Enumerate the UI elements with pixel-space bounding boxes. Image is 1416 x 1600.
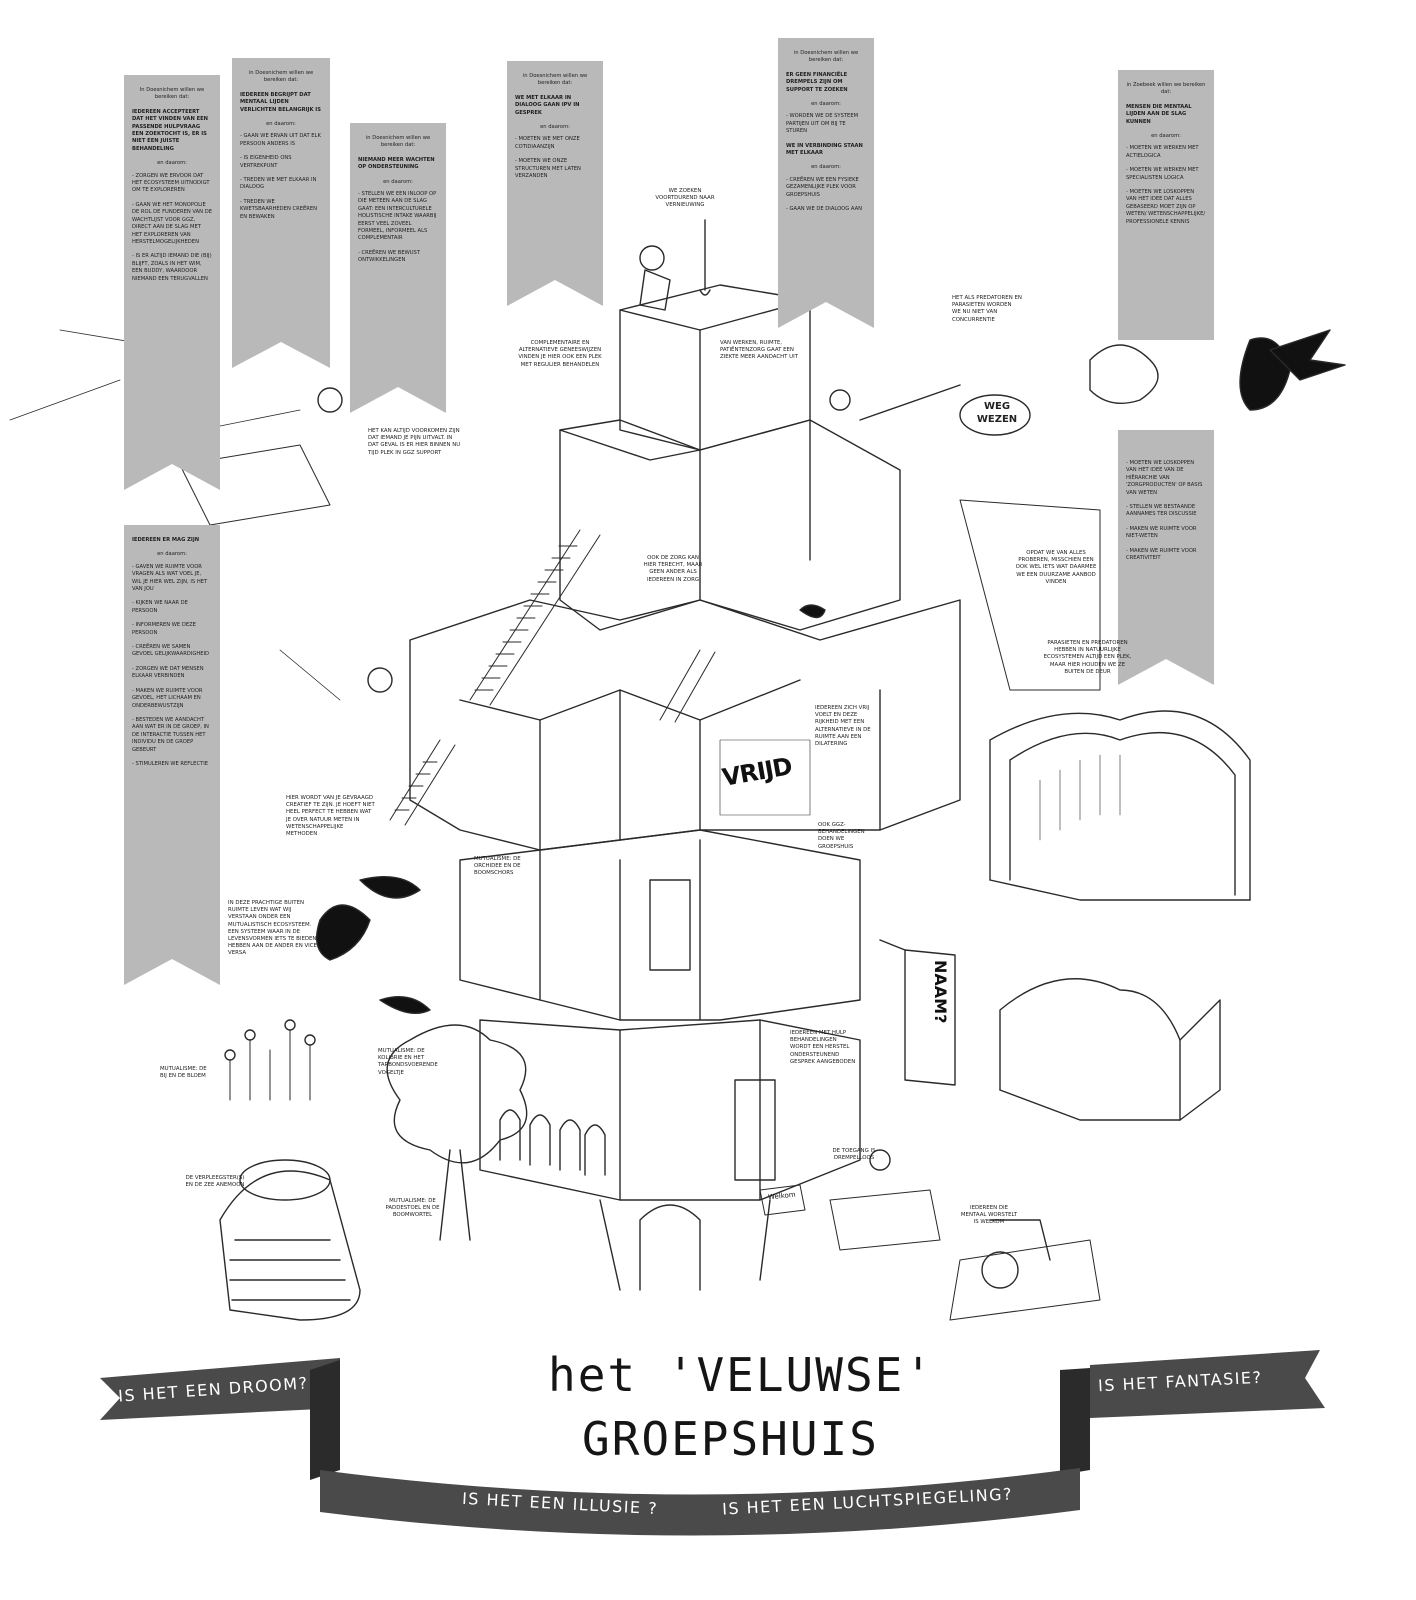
banner-intro: in Doesnichem willen we bereiken dat: — [522, 73, 588, 87]
banner-goal: er geen financiële drempels zijn om supp… — [786, 71, 848, 93]
banner-item: - zorgen we ervoor dat het ecosysteem ui… — [132, 172, 210, 194]
banner-item: - gaan we de dialoog aan — [786, 206, 863, 213]
goal-banner-4: in Doesnichem willen we bereiken dat: we… — [507, 61, 603, 306]
note-mutualism-bird: mutualisme: de kolibrie en het tarbondsv… — [378, 1048, 438, 1076]
note-renewal: We zoeken voortdurend naar vernieuwing — [655, 188, 715, 209]
banner-item: - moeten we werken met specialisten logi… — [1126, 167, 1199, 181]
banner-therefore: en daarom: — [811, 101, 841, 108]
banner-item: - stimuleren we reflectie — [132, 760, 209, 767]
banner-item: - creëren we een fysieke gezamenlijke pl… — [786, 176, 859, 198]
banner-item: - moeten we loskoppen van het idee dat a… — [1126, 189, 1206, 225]
note-predators-2: parasieten en predatoren hebben in natuu… — [1043, 640, 1132, 675]
goal-banner-1: In Doesnichem willen we bereiken dat: ie… — [124, 75, 220, 490]
banner-item: - besteden we aandacht aan wat er in de … — [132, 716, 209, 753]
banner-therefore: en daarom: — [157, 551, 187, 558]
goal-banner-2: in Doesnichem willen we bereiken dat: ie… — [232, 58, 330, 368]
banner-intro: In Doesnichem willen we bereiken dat: — [139, 87, 205, 101]
note-complementary: complementaire en alternatieve geneeswij… — [518, 340, 602, 368]
banner-item: - treden we kwetsbaarheden creëren en be… — [240, 198, 318, 220]
banner-intro: in Zoebeek willen we bereiken dat: — [1126, 82, 1206, 96]
page-title-line1: het 'VELUWSE' — [548, 1348, 935, 1402]
note-access: de toegang is drempelloos — [832, 1148, 876, 1162]
goal-banner-5: in Doesnichem willen we bereiken dat: er… — [778, 38, 874, 328]
naam-sign: NAAM? — [931, 960, 950, 1024]
banner-item: - gaan we ervan uit dat elk persoon ande… — [240, 133, 321, 147]
note-creative: hier wordt van je gevraagd creatief te z… — [286, 795, 375, 838]
goal-banner-3: in Doesnichem willen we bereiken dat: ni… — [350, 123, 446, 413]
note-anemone: de verpleegster(s) en de zee anemoon — [185, 1175, 245, 1189]
banner-intro: in Doesnichem willen we bereiken dat: — [248, 70, 314, 84]
banner-item: - maken we ruimte voor niet-weten — [1126, 525, 1197, 540]
banner-item: - treden we met elkaar in dialoog — [240, 177, 317, 191]
banner-item: - maken we ruimte voor gevoel, het licha… — [132, 687, 203, 709]
goal-banner-6-lower: - moeten we loskoppen van het idee van d… — [1118, 430, 1214, 685]
banner-item: - maken we ruimte voor creativiteit — [1126, 547, 1197, 562]
banner-therefore: en daarom: — [266, 121, 296, 128]
note-mutualism-mushroom: mutualisme: de paddestoel en de boomwort… — [385, 1198, 440, 1219]
banner-item: - gaven we ruimte voor vragen als wat vo… — [132, 563, 208, 593]
banner-intro: in Doesnichem willen we bereiken dat: — [365, 135, 431, 149]
banner-item: - informeren we deze persoon — [132, 622, 196, 636]
banner-item: - is er altijd iemand die (bij) blijft, … — [132, 253, 212, 282]
banner-goal: mensen die mentaal lijden aan de slag ku… — [1126, 103, 1192, 125]
banner-item: - moeten we met onze cotidiaanzijn — [515, 136, 580, 150]
banner-item: - moeten we onze structuren met laten ve… — [515, 158, 581, 180]
note-working: van werken, ruimte, patiëntenzorg gaat e… — [720, 340, 798, 361]
banner-therefore: en daarom: — [540, 124, 570, 131]
ribbon — [100, 1350, 1325, 1536]
banner-item: - creëren we samen gevoel gelijkwaardigh… — [132, 644, 210, 658]
banner-item: - creëren we bewust ontwikkelingen — [358, 249, 420, 264]
banner-item: - moeten we loskoppen van het idee van d… — [1126, 460, 1203, 496]
banner-therefore-2: en daarom: — [811, 164, 841, 171]
banner-intro: in Doesnichem willen we bereiken dat: — [793, 50, 859, 64]
note-always: het kan altijd voorkomen zijn dat iemand… — [368, 428, 461, 456]
note-welcome: iedereen die mentaal worstelt is welkom — [960, 1205, 1018, 1226]
banner-item: - stellen we bestaande aannames ter disc… — [1126, 504, 1197, 518]
goal-banner-1-lower: iedereen er mag zijn en daarom: - gaven … — [124, 525, 220, 985]
note-ecosystem: in deze prachtige buiten ruimte leven wa… — [228, 900, 317, 957]
note-try: opdat we van alles proberen, misschien e… — [1015, 550, 1097, 585]
banner-goal-2: we in verbinding staan met elkaar — [786, 142, 863, 157]
note-mutualism-orchid: mutualisme: de orchidee en de boomschors — [474, 856, 521, 877]
note-freedom: iedereen zich vrij voelt en deze rijkhei… — [815, 705, 871, 748]
note-care: ook de zorg kan hier terecht, maar geen … — [643, 555, 703, 583]
page-title-line2: GROEPSHUIS — [582, 1412, 879, 1466]
banner-goal: we met elkaar in dialoog gaan ipv in ges… — [515, 94, 580, 116]
banner-item: - gaan we het monopolie de rol de funder… — [132, 201, 212, 245]
banner-goal: niemand meer wachten op ondersteuning — [358, 156, 435, 171]
banner-item: - worden we de systeem partijen uit om b… — [786, 113, 859, 135]
weg-wezen-label: WEG WEZEN — [976, 401, 1018, 425]
banner-therefore: en daarom: — [1151, 133, 1181, 140]
banner-goal: iedereen er mag zijn — [132, 537, 200, 543]
banner-therefore: en daarom: — [157, 160, 187, 167]
banner-goal: iedereen begrijpt dat mentaal lijden ver… — [240, 91, 321, 113]
note-predators-1: het als predatoren en parasieten worden … — [952, 295, 1022, 323]
goal-banner-6: in Zoebeek willen we bereiken dat: mense… — [1118, 70, 1214, 340]
note-support: iedereen met hulp behandelingen wordt ee… — [790, 1030, 856, 1065]
note-ggz: ook ggz-behandelingen doen we groepshuis — [818, 822, 865, 850]
banner-therefore: en daarom: — [383, 178, 413, 185]
banner-item: - stellen we een inloop op die meteen aa… — [358, 191, 437, 242]
banner-item: - zorgen we dat mensen elkaar verbinden — [132, 665, 204, 680]
banner-item: - kijken we naar de persoon — [132, 600, 188, 614]
banner-goal: iedereen accepteert dat het vinden van e… — [132, 108, 209, 152]
note-mutualism-bee: mutualisme: de bij en de bloem — [160, 1066, 207, 1080]
banner-item: - is eigenheid ons vertrekpunt — [240, 155, 292, 169]
banner-item: - moeten we werken met actielogica — [1126, 145, 1199, 159]
